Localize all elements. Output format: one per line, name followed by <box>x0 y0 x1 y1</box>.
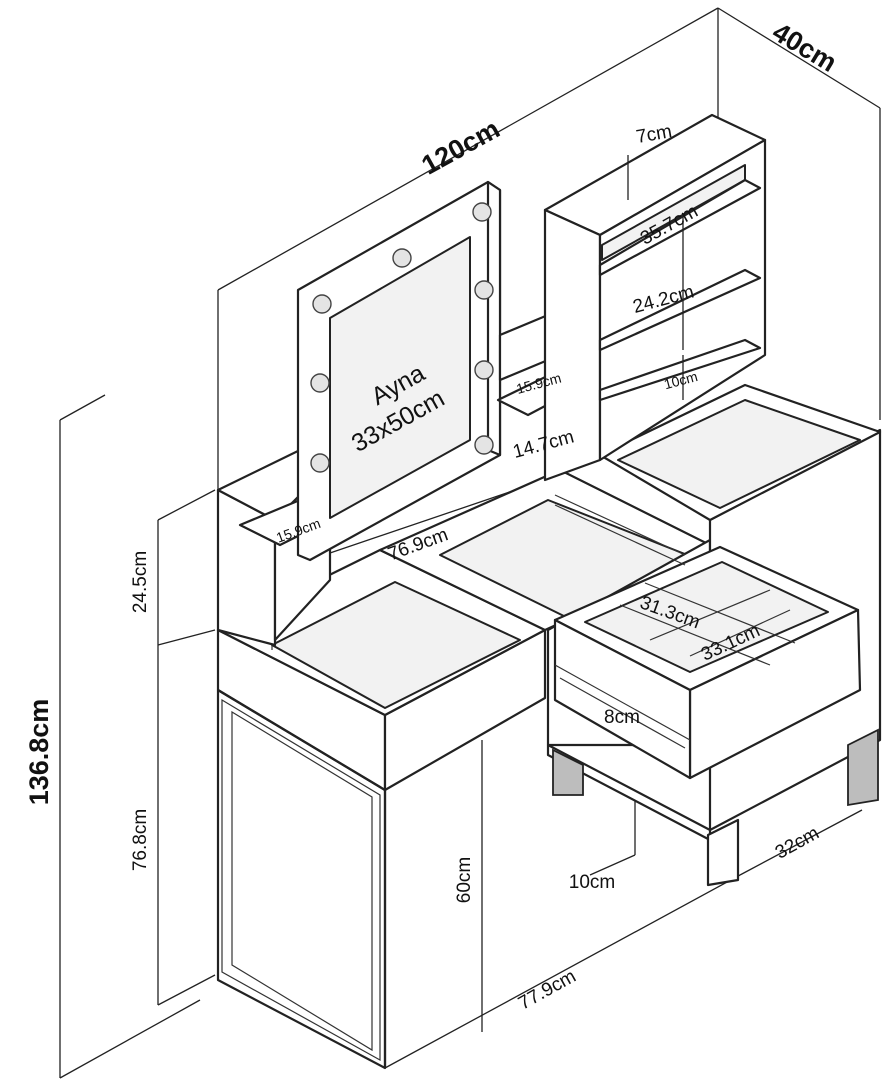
depth-dim-line <box>717 7 881 109</box>
drawer-height-label: 8cm <box>604 707 640 728</box>
leg-clearance-label: 10cm <box>569 872 615 893</box>
width-label: 120cm <box>417 114 505 181</box>
width-dim-line <box>217 7 719 291</box>
depth-label: 40cm <box>767 17 842 78</box>
dimension-lines <box>59 7 881 1079</box>
inner-width-dim-line <box>384 874 741 1069</box>
mirror-lamp-icon <box>312 294 332 314</box>
inner-width-label: 77.9cm <box>515 966 580 1015</box>
mirror-lamp-icon <box>392 248 412 268</box>
mirror-lamp-icon <box>474 280 494 300</box>
cabinet-depth-dim-line <box>739 809 863 876</box>
cabinet-depth-label: 32cm <box>772 823 823 864</box>
total-height-label: 136.8cm <box>24 699 54 806</box>
mirror-glass <box>329 236 471 519</box>
mirror-lamp-icon <box>472 202 492 222</box>
right-cabinet <box>546 383 882 887</box>
mirror-lamp-icon <box>474 360 494 380</box>
right-tall-shelf <box>543 113 767 482</box>
inner-height-label: 60cm <box>454 857 475 903</box>
upper-height-label: 24.5cm <box>130 551 151 613</box>
mirror <box>296 180 502 562</box>
mirror-lamp-icon <box>474 435 494 455</box>
left-leg-frame <box>216 688 387 1070</box>
mirror-lamp-icon <box>310 453 330 473</box>
mirror-lamp-icon <box>310 373 330 393</box>
table-height-label: 76.8cm <box>130 809 151 871</box>
